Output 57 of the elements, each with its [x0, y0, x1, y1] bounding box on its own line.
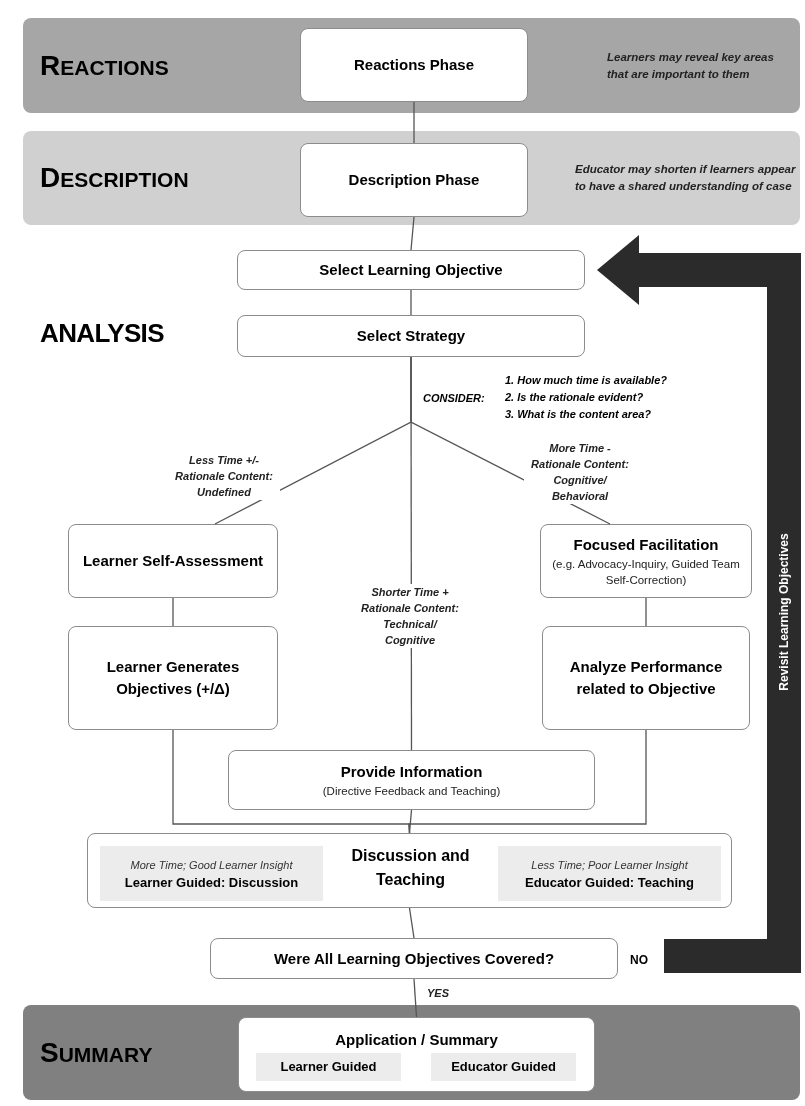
phase-band	[23, 131, 800, 225]
box-title: Description Phase	[348, 170, 480, 190]
box-title: Learner Generates Objectives (+/Δ)	[105, 657, 241, 699]
box-subtitle: Learner Guided: Discussion	[124, 873, 299, 892]
process-box	[68, 524, 278, 598]
box-title: Application / Summary	[335, 1029, 498, 1050]
phase-band	[23, 1005, 800, 1100]
box-title: Discussion and Teaching	[350, 846, 471, 890]
phase-heading: SUMMARY	[40, 1035, 153, 1070]
process-box	[542, 626, 750, 730]
box-subtitle: Educator Guided: Teaching	[525, 873, 694, 892]
process-box	[300, 143, 528, 217]
connector-line	[410, 289, 412, 316]
note-text: 3. What is the content area?	[505, 407, 652, 422]
box-title: Focused Facilitation	[573, 535, 719, 555]
box-title: Provide Information	[340, 762, 483, 782]
box-title: Select Learning Objective	[319, 260, 503, 280]
phase-band	[23, 18, 800, 113]
connector-line	[645, 597, 647, 627]
box-title: Reactions Phase	[353, 55, 475, 75]
note-text: 1. How much time is available?	[505, 373, 667, 388]
process-box	[87, 833, 732, 908]
phase-note: Learners may reveal key areas that are important to them	[607, 49, 775, 82]
process-box	[68, 626, 278, 730]
note-text: 2. Is the rationale evident?	[505, 390, 644, 405]
note-text: NO	[630, 952, 648, 969]
box-title: Select Strategy	[356, 326, 466, 346]
process-box	[300, 28, 528, 102]
box-subtitle: (Directive Feedback and Teaching)	[322, 784, 501, 799]
connector-line	[172, 597, 174, 627]
process-box	[540, 524, 752, 598]
connector-line	[408, 809, 413, 834]
box-title: Learner Self-Assessment	[82, 551, 264, 571]
process-box	[210, 938, 618, 979]
box-title: Analyze Performance related to Objective	[568, 657, 724, 699]
connector-line	[413, 101, 415, 144]
process-box	[237, 315, 585, 357]
process-box	[228, 750, 595, 810]
connector-line	[408, 907, 415, 939]
connector-line	[413, 978, 418, 1018]
edge-label: Shorter Time + Rationale Content: Technical/ Cognitive	[358, 584, 462, 648]
box-subtitle: (e.g. Advocacy-Inquiry, Guided Team Self-Correction)	[551, 557, 741, 588]
note-text: CONSIDER:	[423, 391, 485, 406]
box-title: Educator Guided	[451, 1058, 556, 1076]
process-box	[237, 250, 585, 290]
section-heading: ANALYSIS	[40, 317, 164, 350]
box-title: Less Time; Poor Learner Insight	[531, 857, 688, 873]
phase-heading: REACTIONS	[40, 48, 169, 83]
process-box	[238, 1017, 595, 1092]
phase-heading: DESCRIPTION	[40, 161, 189, 195]
connector-line	[410, 216, 415, 251]
box-title: Learner Guided	[280, 1058, 377, 1076]
phase-note: Educator may shorten if learners appear to have a shared understanding of case	[575, 162, 797, 194]
box-title: More Time; Good Learner Insight	[130, 857, 293, 873]
box-title: Were All Learning Objectives Covered?	[273, 948, 555, 969]
edge-label: YES	[426, 986, 450, 1001]
edge-label: Revisit Learning Objectives	[776, 532, 792, 692]
